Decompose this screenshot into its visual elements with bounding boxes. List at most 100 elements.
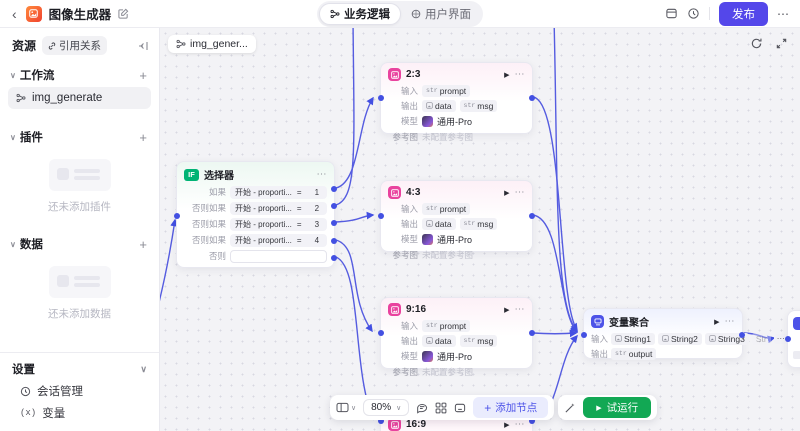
sidebar-tab-references[interactable]: 引用关系 [42, 36, 108, 55]
run-node-icon[interactable]: ▶ [504, 189, 510, 197]
input-port[interactable] [378, 213, 384, 219]
expand-icon[interactable] [775, 37, 788, 50]
output-port-2[interactable] [331, 203, 337, 209]
canvas-tab-img-generate[interactable]: img_gener... [168, 35, 256, 53]
param-pill-faded[interactable]: Str [751, 332, 771, 345]
output-port[interactable] [529, 213, 535, 219]
param-pill[interactable]: data [422, 334, 456, 347]
node-partial-right[interactable] [785, 310, 800, 368]
output-port[interactable] [529, 418, 535, 424]
auto-layout-icon[interactable] [435, 402, 447, 414]
node-selector[interactable]: IF 选择器 ⋯ 如果 开始 - proporti...=1 否则如果 开始 -… [174, 161, 337, 268]
add-node-button[interactable]: + 添加节点 [473, 397, 549, 418]
run-node-icon[interactable]: ▶ [504, 306, 510, 314]
node-more-icon[interactable]: ⋯ [514, 303, 525, 315]
frame-icon[interactable] [454, 402, 466, 414]
test-run-button[interactable]: ▶ 试运行 [583, 397, 652, 418]
node-variable-aggregate[interactable]: 变量聚合 ▶ ⋯ 输入 String1 String2 String3 Str … [581, 308, 788, 360]
workflow-canvas[interactable]: img_gener... IF 选择器 ⋯ 如果 开始 [160, 28, 800, 431]
sidebar-item-session[interactable]: 会话管理 [12, 377, 147, 399]
output-port-else[interactable] [331, 255, 337, 261]
section-plugin[interactable]: ∨ 插件 + [0, 123, 159, 149]
param-pill[interactable]: String1 [611, 332, 655, 345]
input-port[interactable] [785, 336, 791, 342]
sidebar-item-img-generate[interactable]: img_generate [8, 87, 151, 109]
preview-window-icon[interactable] [665, 7, 678, 20]
condition-pill[interactable]: 开始 - proporti...=3 [230, 217, 327, 231]
output-port-1[interactable] [331, 186, 337, 192]
param-name: msg [477, 100, 494, 111]
collapse-sidebar-icon[interactable] [137, 40, 149, 52]
tab-user-interface[interactable]: 用户界面 [401, 3, 481, 25]
input-port[interactable] [378, 330, 384, 336]
run-node-icon[interactable]: ▶ [504, 421, 510, 429]
param-pill[interactable]: data [422, 217, 456, 230]
refresh-icon[interactable] [750, 37, 763, 50]
param-pill[interactable]: data [422, 99, 456, 112]
zoom-select[interactable]: 80% ∨ [363, 399, 410, 416]
edit-title-icon[interactable] [118, 8, 129, 19]
output-port[interactable] [529, 330, 535, 336]
output-port[interactable] [739, 332, 745, 338]
row-label: 否则如果 [191, 219, 226, 229]
back-icon[interactable]: ‹ [12, 5, 17, 22]
comment-icon[interactable] [416, 402, 428, 414]
minimap-icon[interactable]: ∨ [336, 402, 356, 413]
chevron-down-icon: ∨ [351, 404, 357, 412]
publish-button[interactable]: 发布 [719, 1, 768, 26]
sidebar-tab-resources[interactable]: 资源 [12, 39, 37, 53]
run-node-icon[interactable]: ▶ [504, 71, 510, 79]
condition-pill-empty[interactable] [230, 249, 327, 263]
condition-pill[interactable]: 开始 - proporti...=4 [230, 233, 327, 247]
model-avatar [422, 115, 433, 127]
input-port[interactable] [378, 418, 384, 424]
tab-business-logic[interactable]: 业务逻辑 [319, 2, 401, 25]
section-data[interactable]: ∨ 数据 + [0, 230, 159, 256]
output-port-3[interactable] [331, 220, 337, 226]
model-name: 通用-Pro [437, 116, 473, 127]
add-workflow-button[interactable]: + [139, 67, 147, 83]
condition-pill[interactable]: 开始 - proporti...=2 [230, 201, 327, 215]
add-data-button[interactable]: + [139, 236, 147, 252]
plugin-empty-text: 还未添加插件 [48, 201, 111, 213]
wand-icon[interactable] [564, 402, 576, 414]
condition-op: = [296, 219, 302, 229]
node-more-icon[interactable]: ⋯ [514, 418, 525, 430]
param-name: String1 [624, 333, 651, 344]
overflow-pill[interactable]: ⋯ [773, 333, 788, 344]
node-more-icon[interactable]: ⋯ [514, 68, 525, 80]
run-node-icon[interactable]: ▶ [714, 318, 720, 326]
history-icon[interactable] [687, 7, 700, 20]
canvas-controls [750, 37, 788, 50]
topbar-more-icon[interactable]: ⋯ [777, 6, 790, 21]
settings-header[interactable]: 设置 ∨ [12, 361, 147, 377]
input-port[interactable] [174, 213, 180, 219]
row-label: 模型 [400, 234, 418, 244]
input-port[interactable] [378, 95, 384, 101]
output-port-4[interactable] [331, 238, 337, 244]
param-pill[interactable]: String3 [704, 332, 749, 345]
node-more-icon[interactable]: ⋯ [514, 186, 525, 198]
param-pill[interactable]: String2 [657, 332, 702, 345]
output-port[interactable] [529, 95, 535, 101]
condition-pill[interactable]: 开始 - proporti...=1 [230, 185, 327, 199]
node-more-icon[interactable]: ⋯ [724, 315, 735, 327]
sidebar-tab-references-label: 引用关系 [59, 40, 102, 52]
node-selector-header: IF 选择器 ⋯ [177, 162, 334, 184]
input-port[interactable] [581, 332, 587, 338]
add-plugin-button[interactable]: + [139, 129, 147, 145]
param-name: data [435, 218, 452, 229]
node-more-icon[interactable]: ⋯ [316, 168, 327, 180]
section-workflow[interactable]: ∨ 工作流 + [0, 61, 159, 87]
sidebar-item-variable[interactable]: (x) 变量 [12, 399, 147, 421]
